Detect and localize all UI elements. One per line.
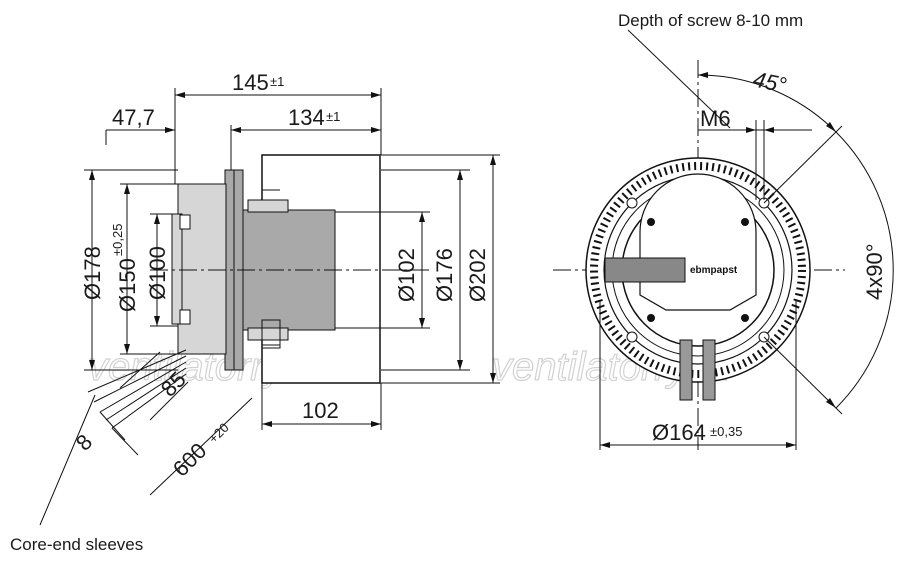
leader-core-end	[39, 394, 96, 526]
dim-150-tol: ±0,25	[110, 224, 125, 256]
side-view: 145 ±1 134 ±1 47,7 Ø178 Ø150 ±0,25 Ø100	[10, 70, 500, 554]
housing-lip	[171, 213, 183, 325]
motor-cap-top	[247, 199, 289, 213]
brand-label: ebmpapst	[690, 265, 738, 276]
mount-hole	[626, 197, 638, 209]
dim-600: 600	[168, 438, 212, 482]
angle-45: 45°	[751, 66, 789, 97]
motor-cap-bottom	[247, 327, 289, 341]
dim-600-tol: +20	[206, 420, 232, 446]
front-view: ebmpapst Ø164 ±0,35 M6 Depth of screw 8-…	[553, 11, 894, 450]
angle-4x90: 4x90°	[862, 243, 887, 300]
dim-176: Ø176	[432, 248, 457, 302]
cable-bundle	[87, 349, 187, 429]
arc-45	[697, 74, 837, 133]
dim-m6: M6	[700, 106, 731, 131]
dim-145-tol: ±1	[270, 74, 284, 89]
dim-47-7: 47,7	[112, 105, 155, 130]
dim-102-dia: Ø102	[394, 248, 419, 302]
dim-178: Ø178	[80, 246, 105, 300]
dim-134: 134	[288, 105, 325, 130]
arc-4x90	[835, 131, 894, 409]
cover-outline	[639, 173, 757, 311]
label-core-end-sleeves: Core-end sleeves	[10, 535, 143, 554]
label-plate	[604, 257, 686, 283]
dim-100: Ø100	[145, 246, 170, 300]
cable-gland	[679, 339, 693, 401]
leader-depth	[627, 29, 731, 129]
dim-164: Ø164	[652, 420, 706, 445]
electronics-housing	[177, 183, 227, 355]
mount-hole	[626, 331, 638, 343]
blade-ring	[590, 162, 806, 378]
label-depth-of-screw: Depth of screw 8-10 mm	[618, 11, 803, 30]
dim-150: Ø150	[115, 258, 140, 312]
dim-202: Ø202	[465, 248, 490, 302]
cable-gland	[702, 339, 716, 401]
dim-102-width: 102	[302, 398, 339, 423]
dim-145: 145	[232, 70, 269, 95]
dim-134-tol: ±1	[326, 109, 340, 124]
dim-164-tol: ±0,35	[710, 424, 742, 439]
